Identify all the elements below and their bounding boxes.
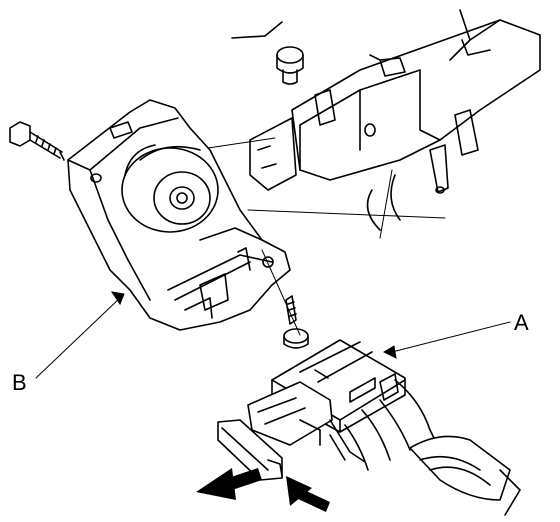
- ignition-switch-body: [67, 99, 291, 331]
- arrow-right-icon: [286, 476, 330, 512]
- label-a: A: [514, 310, 529, 335]
- wire-harness: [344, 379, 521, 516]
- mounting-bolt-upper: [9, 121, 65, 161]
- steering-column: [249, 9, 541, 239]
- label-b: B: [12, 370, 27, 395]
- mounting-bolt-lower: [283, 295, 309, 349]
- arrow-left-icon: [196, 468, 262, 500]
- connector-retainer: [217, 381, 366, 481]
- leader-lines: [35, 137, 511, 379]
- column-mount-pin: [231, 21, 304, 85]
